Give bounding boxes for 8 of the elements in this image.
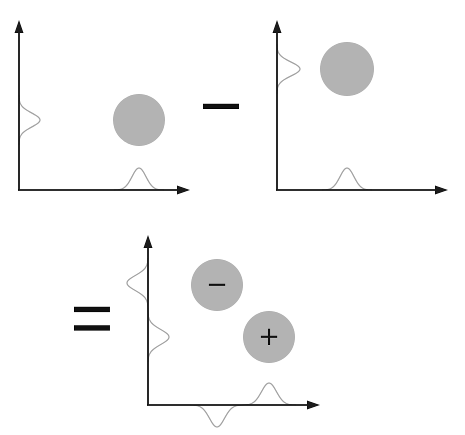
operator-sign: − xyxy=(199,69,243,143)
peak-spot xyxy=(191,259,243,311)
operator-sign: = xyxy=(70,281,114,355)
peak-spot xyxy=(320,42,374,96)
sign-symbol: + xyxy=(258,324,280,350)
peak-spot xyxy=(113,94,165,146)
peak-spot xyxy=(243,311,295,363)
sign-symbol: − xyxy=(206,272,228,298)
